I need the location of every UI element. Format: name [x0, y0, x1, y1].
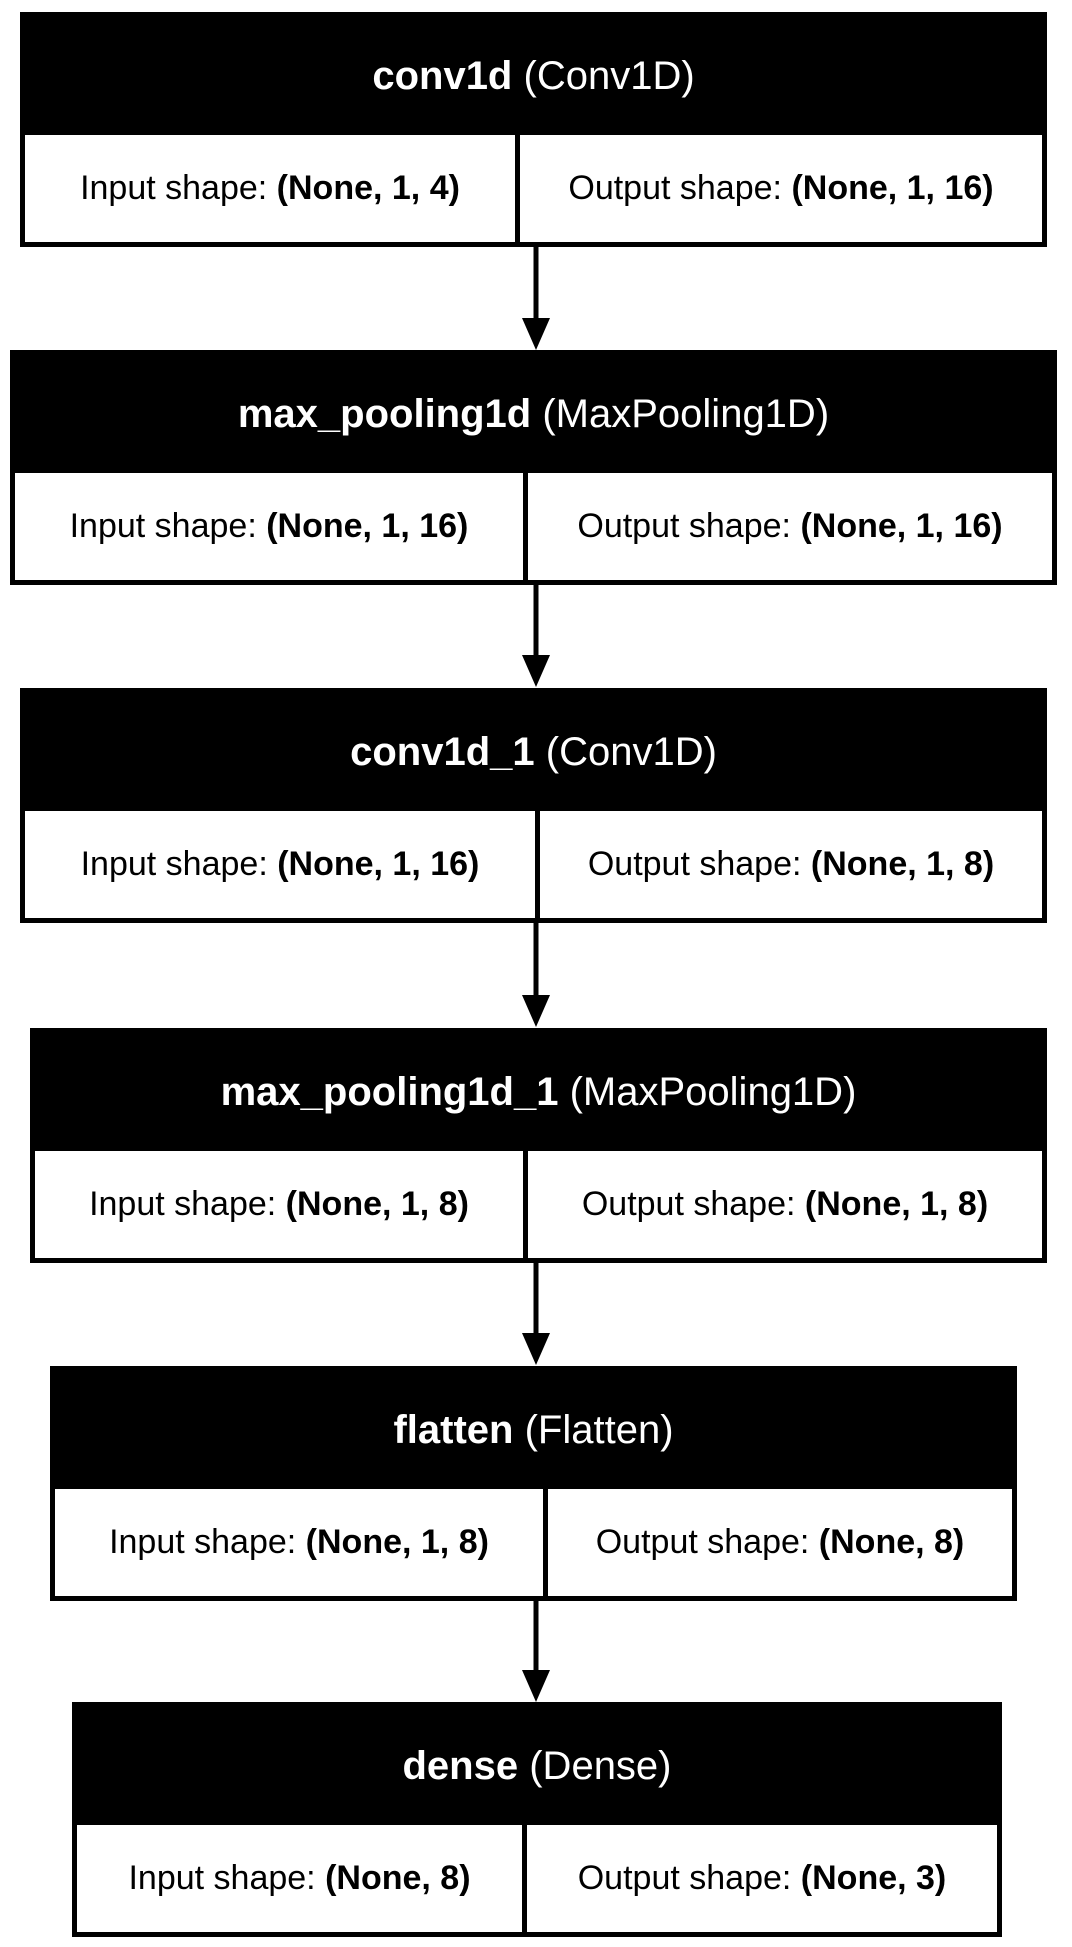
layer-node-dense: dense (Dense) Input shape: (None, 8) Out…: [72, 1702, 1002, 1937]
layer-name: flatten: [393, 1407, 514, 1452]
output-shape-cell: Output shape: (None, 1, 16): [528, 473, 1052, 580]
layer-type: (Conv1D): [523, 53, 695, 98]
output-shape-label: Output shape:: [577, 507, 791, 545]
layer-type: (Conv1D): [545, 729, 717, 774]
layer-type: (MaxPooling1D): [569, 1069, 857, 1114]
output-shape-value: (None, 1, 16): [791, 169, 994, 207]
output-shape-label: Output shape:: [568, 169, 782, 207]
arrow-max-pooling1d-1-to-flatten: [522, 1263, 550, 1365]
input-shape-label: Input shape:: [80, 845, 268, 883]
layer-header: dense (Dense): [77, 1707, 997, 1825]
layer-header: flatten (Flatten): [55, 1371, 1012, 1489]
layer-node-max-pooling1d: max_pooling1d (MaxPooling1D) Input shape…: [10, 350, 1057, 585]
layer-name: max_pooling1d_1: [220, 1069, 559, 1114]
layer-header: max_pooling1d_1 (MaxPooling1D): [35, 1033, 1042, 1151]
input-shape-label: Input shape:: [80, 169, 268, 207]
input-shape-label: Input shape:: [128, 1859, 316, 1897]
output-shape-label: Output shape:: [581, 1185, 796, 1223]
output-shape-cell: Output shape: (None, 8): [548, 1489, 1012, 1596]
layer-name: max_pooling1d: [237, 391, 532, 436]
layer-shapes: Input shape: (None, 1, 8) Output shape: …: [35, 1151, 1042, 1258]
arrow-conv1d-to-max-pooling1d: [522, 247, 550, 350]
layer-type: (Flatten): [524, 1407, 674, 1452]
input-shape-value: (None, 1, 16): [277, 845, 480, 883]
input-shape-cell: Input shape: (None, 1, 8): [35, 1151, 528, 1258]
layer-type: (Dense): [529, 1743, 672, 1788]
layer-name: dense: [402, 1743, 519, 1788]
layer-header: max_pooling1d (MaxPooling1D): [15, 355, 1052, 473]
input-shape-cell: Input shape: (None, 1, 16): [25, 811, 540, 918]
input-shape-cell: Input shape: (None, 1, 16): [15, 473, 528, 580]
layer-node-flatten: flatten (Flatten) Input shape: (None, 1,…: [50, 1366, 1017, 1601]
output-shape-value: (None, 8): [818, 1523, 965, 1561]
layer-node-max-pooling1d-1: max_pooling1d_1 (MaxPooling1D) Input sha…: [30, 1028, 1047, 1263]
output-shape-label: Output shape:: [587, 845, 802, 883]
input-shape-value: (None, 1, 4): [276, 169, 460, 207]
output-shape-value: (None, 1, 16): [800, 507, 1003, 545]
output-shape-cell: Output shape: (None, 3): [527, 1825, 997, 1932]
arrow-flatten-to-dense: [522, 1601, 550, 1702]
input-shape-label: Input shape:: [89, 1185, 277, 1223]
layer-node-conv1d: conv1d (Conv1D) Input shape: (None, 1, 4…: [20, 12, 1047, 247]
layer-shapes: Input shape: (None, 1, 16) Output shape:…: [15, 473, 1052, 580]
input-shape-label: Input shape:: [109, 1523, 297, 1561]
layer-shapes: Input shape: (None, 1, 16) Output shape:…: [25, 811, 1042, 918]
layer-node-conv1d-1: conv1d_1 (Conv1D) Input shape: (None, 1,…: [20, 688, 1047, 923]
output-shape-cell: Output shape: (None, 1, 8): [540, 811, 1042, 918]
output-shape-value: (None, 1, 8): [810, 845, 995, 883]
output-shape-cell: Output shape: (None, 1, 16): [520, 135, 1042, 242]
layer-type: (MaxPooling1D): [542, 391, 830, 436]
layer-name: conv1d_1: [350, 729, 535, 774]
output-shape-label: Output shape:: [595, 1523, 810, 1561]
input-shape-cell: Input shape: (None, 1, 4): [25, 135, 520, 242]
output-shape-value: (None, 3): [800, 1859, 947, 1897]
layer-name: conv1d: [372, 53, 513, 98]
input-shape-cell: Input shape: (None, 8): [77, 1825, 527, 1932]
input-shape-cell: Input shape: (None, 1, 8): [55, 1489, 548, 1596]
layer-header: conv1d_1 (Conv1D): [25, 693, 1042, 811]
input-shape-value: (None, 1, 8): [285, 1185, 469, 1223]
input-shape-value: (None, 1, 16): [266, 507, 469, 545]
layer-header: conv1d (Conv1D): [25, 17, 1042, 135]
arrow-conv1d-1-to-max-pooling1d-1: [522, 923, 550, 1027]
layer-shapes: Input shape: (None, 1, 4) Output shape: …: [25, 135, 1042, 242]
input-shape-label: Input shape:: [69, 507, 257, 545]
layer-shapes: Input shape: (None, 1, 8) Output shape: …: [55, 1489, 1012, 1596]
arrow-max-pooling1d-to-conv1d-1: [522, 585, 550, 687]
output-shape-value: (None, 1, 8): [804, 1185, 989, 1223]
output-shape-label: Output shape:: [577, 1859, 792, 1897]
output-shape-cell: Output shape: (None, 1, 8): [528, 1151, 1042, 1258]
layer-shapes: Input shape: (None, 8) Output shape: (No…: [77, 1825, 997, 1932]
input-shape-value: (None, 1, 8): [305, 1523, 489, 1561]
input-shape-value: (None, 8): [325, 1859, 471, 1897]
